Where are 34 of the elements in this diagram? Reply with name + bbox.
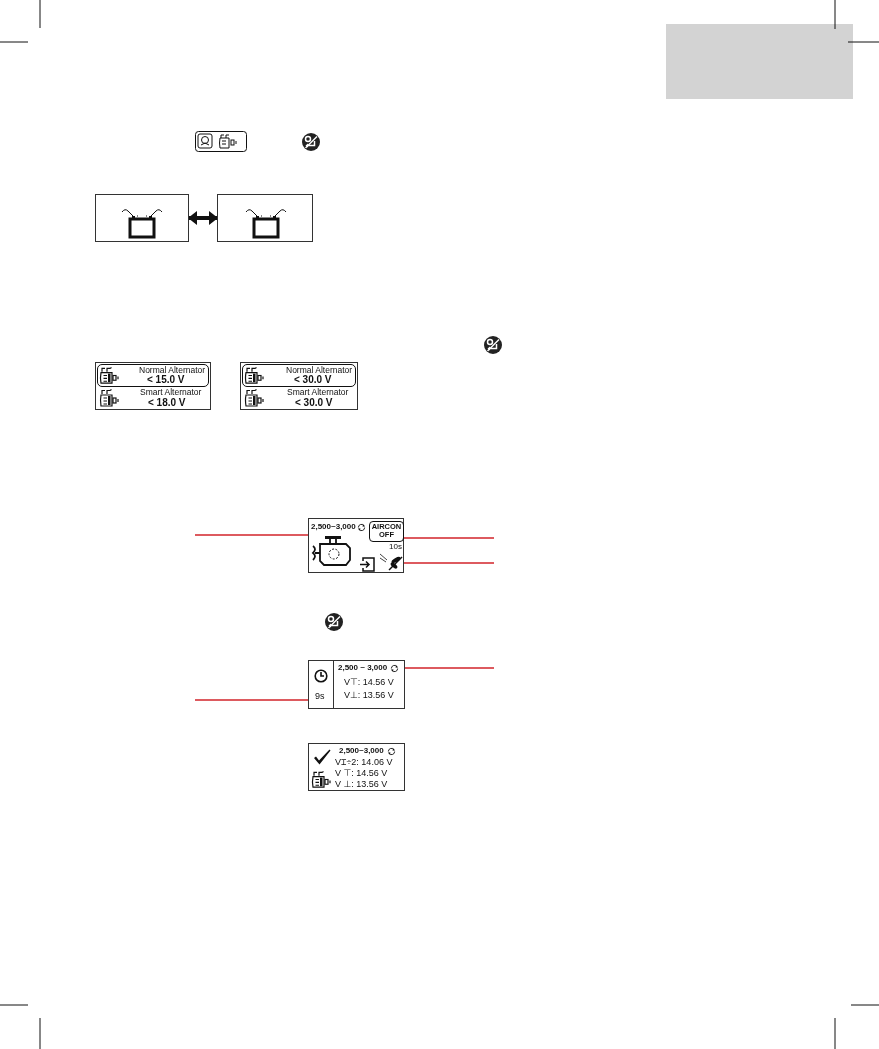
timer-value: 9s	[315, 692, 325, 701]
voltage-reading: V ⊤: 14.56 V	[335, 769, 388, 778]
leader-line	[194, 534, 309, 536]
voltage-reading: V ⊥: 13.56 V	[335, 780, 388, 789]
display-screen	[95, 362, 211, 410]
double-arrow	[188, 211, 218, 225]
rpm-range: 2,500 ~ 3,000	[338, 664, 388, 672]
timer-text: 10s	[389, 543, 402, 551]
rpm-range: 2,500~3,000	[311, 523, 356, 531]
alternator-type-label: Smart Alternator	[140, 388, 202, 397]
display-screen	[240, 362, 358, 410]
voltage-reading: V⊤: 14.56 V	[344, 678, 394, 687]
display-screen	[217, 194, 313, 242]
alternator-type-label: Normal Alternator	[139, 366, 206, 375]
chapter-tab	[666, 24, 853, 99]
rpm-range: 2,500~3,000	[339, 747, 384, 755]
voltage-reading: V⊥: 13.56 V	[344, 691, 394, 700]
voltage-reading: V⌶÷2: 14.06 V	[335, 758, 393, 767]
alternator-type-label: Normal Alternator	[286, 366, 353, 375]
leader-line	[403, 667, 495, 669]
display-screen	[308, 518, 404, 573]
voltage-limit-value: < 30.0 V	[294, 375, 332, 385]
leader-line	[403, 537, 495, 539]
leader-line	[194, 699, 310, 701]
leader-line	[402, 562, 495, 564]
highlight-frame	[97, 364, 209, 387]
voltage-limit-value: < 18.0 V	[148, 398, 186, 408]
display-screen	[308, 660, 405, 709]
highlight-frame	[242, 364, 356, 387]
display-screen	[308, 743, 405, 791]
voltage-limit-value: < 15.0 V	[147, 375, 185, 385]
display-screen	[95, 194, 189, 242]
voltage-limit-value: < 30.0 V	[295, 398, 333, 408]
alternator-type-label: Smart Alternator	[287, 388, 349, 397]
